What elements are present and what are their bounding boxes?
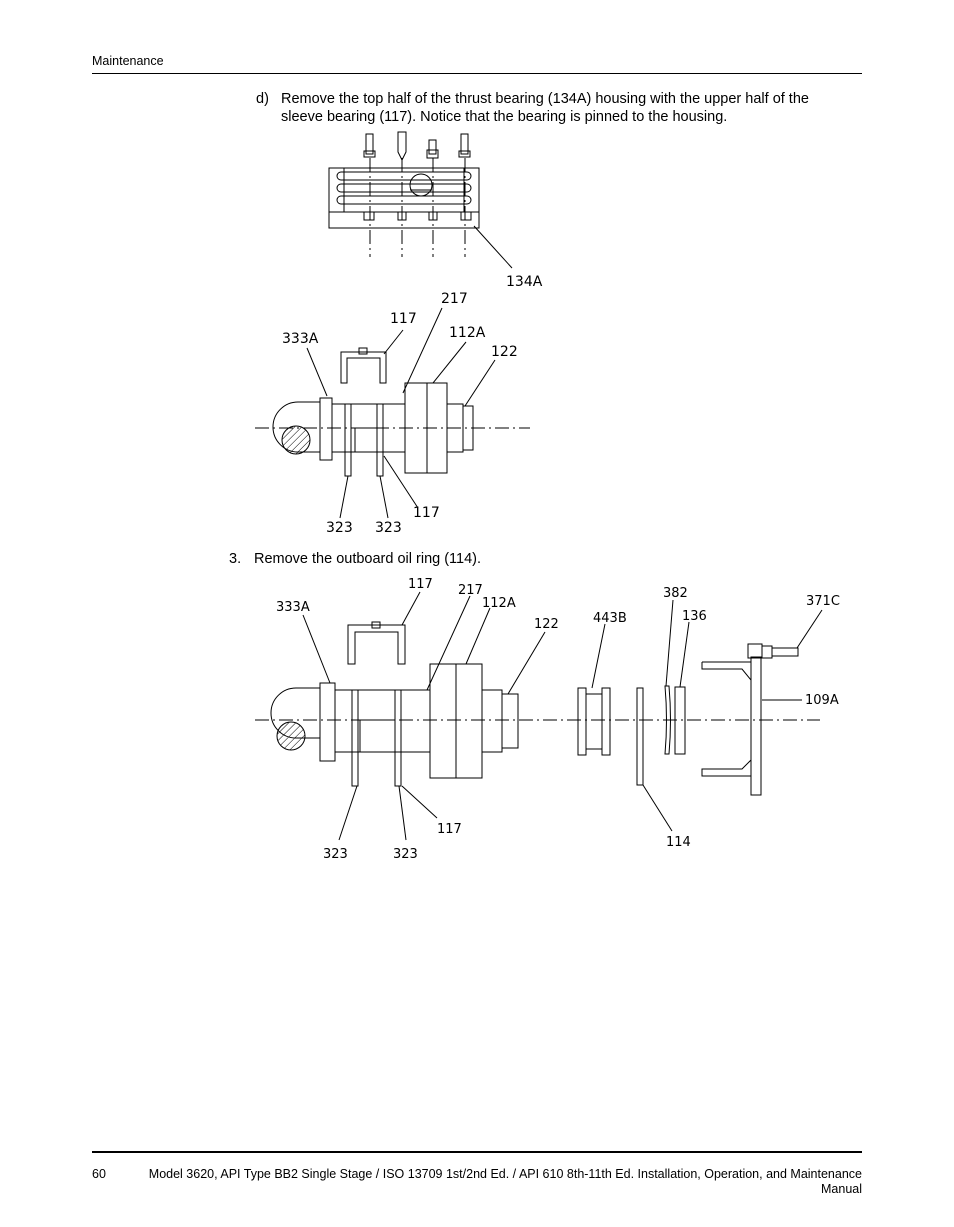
figure-exploded-assembly: 117 217 112A 333A 122 443B 382 136 371C … [255,577,840,862]
step-d-text: Remove the top half of the thrust bearin… [281,91,809,125]
upper-sleeve-bearing-2 [347,624,406,665]
callout-117-top: 117 [390,311,417,327]
upper-sleeve-bearing [340,351,387,384]
callout-134a: 134A [506,274,543,290]
step-d-label: d) [256,91,269,107]
bearing-pin-2 [371,621,381,629]
shaft-section-hatch [281,425,311,455]
callout-117-top-2: 117 [408,577,433,592]
callout-333a: 333A [282,331,319,347]
housing-body [328,167,480,229]
callout-117-bot-2: 117 [437,822,462,837]
leaders-fig3 [302,591,823,841]
leaders-fig2 [306,307,496,519]
callout-122: 122 [491,344,518,360]
callout-323-b: 323 [375,520,402,536]
callout-109a: 109A [805,693,839,708]
shaft-section-hatch-2 [276,721,306,751]
callout-443b: 443B [593,611,627,626]
callout-114: 114 [666,835,691,850]
callout-136: 136 [682,609,707,624]
bearing-pin [358,347,368,355]
running-header: Maintenance [92,54,164,68]
footer-rule [92,1151,862,1153]
exploded-parts [319,643,799,796]
callout-371c: 371C [806,594,840,609]
bearing-parts [319,382,474,477]
header-rule [92,73,862,74]
callout-217: 217 [441,291,468,307]
callout-117-bot: 117 [413,505,440,521]
leader-134a [473,225,513,269]
step-3-text: Remove the outboard oil ring (114). [254,551,482,567]
callout-323-b-2: 323 [393,847,418,862]
page-number: 60 [92,1167,106,1181]
callout-217-2: 217 [458,583,483,598]
callout-323-a: 323 [326,520,353,536]
callout-382: 382 [663,586,688,601]
housing-bolts [363,131,471,162]
callout-122-2: 122 [534,617,559,632]
callout-323-a-2: 323 [323,847,348,862]
callout-112a-2: 112A [482,596,516,611]
bolt-centerlines [369,158,466,257]
callout-112a: 112A [449,325,486,341]
step-3-label: 3. [229,551,242,567]
figure-housing-134a: 134A [328,131,543,290]
footer-title: Model 3620, API Type BB2 Single Stage / … [148,1167,862,1196]
figure-shaft-assembly-1: 217 117 112A 333A 122 323 323 117 [255,291,530,536]
callout-333a-2: 333A [276,600,310,615]
